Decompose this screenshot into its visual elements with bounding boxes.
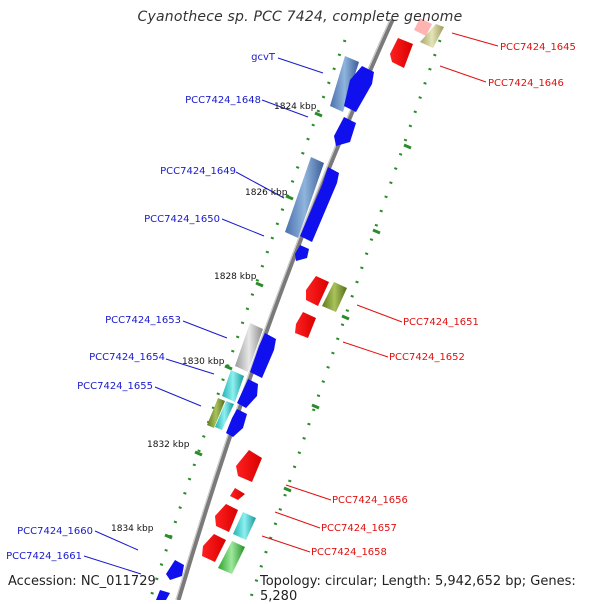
gene-label-PCC7424_1652[interactable]: PCC7424_1652	[389, 352, 465, 363]
gene-label-PCC7424_1650[interactable]: PCC7424_1650	[144, 214, 220, 225]
gene-label-PCC7424_1657[interactable]: PCC7424_1657	[321, 523, 397, 534]
cds-PCC7424_1651-arrow[interactable]	[306, 276, 329, 306]
gene-PCC7424_1645-block[interactable]	[420, 24, 444, 48]
gene-label-PCC7424_1654[interactable]: PCC7424_1654	[89, 352, 165, 363]
plus-strand-features	[207, 56, 359, 430]
gene-label-PCC7424_1661[interactable]: PCC7424_1661	[6, 551, 82, 562]
gene-PCC7424_1655-block[interactable]	[207, 398, 225, 428]
cds-PCC7424_1656-arrow[interactable]	[236, 450, 262, 482]
cds-PCC7424_1652-arrow[interactable]	[295, 312, 316, 338]
gene-PCC7424_1649-block[interactable]	[285, 157, 324, 238]
gene-label-PCC7424_1658[interactable]: PCC7424_1658	[311, 547, 387, 558]
gene-label-PCC7424_1655[interactable]: PCC7424_1655	[77, 381, 153, 392]
ruler-label-1826: 1826 kbp	[245, 188, 288, 198]
cds-PCC7424_1650-arrow[interactable]	[295, 245, 309, 261]
gene-label-PCC7424_1649[interactable]: PCC7424_1649	[160, 166, 236, 177]
gene-label-PCC7424_1656[interactable]: PCC7424_1656	[332, 495, 408, 506]
inner-tick-track	[148, 39, 347, 600]
ruler-label-1824: 1824 kbp	[274, 102, 317, 112]
gene-PCC7424_1658-block[interactable]	[218, 541, 245, 574]
plus-strand-cds	[156, 66, 374, 600]
gene-label-PCC7424_1651[interactable]: PCC7424_1651	[403, 317, 479, 328]
map-title: Cyanothece sp. PCC 7424, complete genome	[137, 9, 463, 25]
cds-PCC7424_1660-arrow[interactable]	[166, 560, 184, 580]
cds-PCC7424_1648-arrow[interactable]	[334, 117, 356, 146]
gene-labels-minus: PCC7424_1645 PCC7424_1646 PCC7424_1651 P…	[311, 42, 576, 558]
gene-label-gcvT[interactable]: gcvT	[251, 52, 276, 63]
cds-gcvT-arrow[interactable]	[344, 66, 374, 112]
cds-PCC7424_1655-arrow[interactable]	[226, 409, 247, 437]
gene-gcvT-block[interactable]	[330, 56, 359, 112]
ruler-labels: 1824 kbp 1826 kbp 1828 kbp 1830 kbp 1832…	[111, 102, 317, 534]
gene-PCC7424_1654-block[interactable]	[222, 370, 244, 402]
gene-label-PCC7424_1645[interactable]: PCC7424_1645	[500, 42, 576, 53]
gene-label-PCC7424_1648[interactable]: PCC7424_1648	[185, 95, 261, 106]
kbp-ticks	[164, 111, 412, 540]
cds-PCC7424_1653-arrow[interactable]	[250, 333, 276, 378]
cds-PCC7424_1661-arrow[interactable]	[156, 590, 170, 600]
gene-PCC7424_1651-block[interactable]	[322, 282, 347, 312]
gene-label-PCC7424_1653[interactable]: PCC7424_1653	[105, 315, 181, 326]
gene-label-PCC7424_1646[interactable]: PCC7424_1646	[488, 78, 564, 89]
ruler-label-1834: 1834 kbp	[111, 524, 154, 534]
cds-PCC7424_1654-arrow[interactable]	[237, 379, 258, 408]
ruler-label-1832: 1832 kbp	[147, 440, 190, 450]
ruler-label-1828: 1828 kbp	[214, 272, 257, 282]
leader-lines-minus	[261, 32, 499, 553]
gene-PCC7424_1653-block[interactable]	[235, 323, 263, 372]
minus-strand-features	[202, 18, 444, 574]
gene-PCC7424_1657-block[interactable]	[233, 512, 256, 540]
cds-PCC7424_1657-arrow[interactable]	[215, 504, 238, 532]
ruler-label-1830: 1830 kbp	[182, 357, 225, 367]
outer-tick-track	[248, 39, 442, 600]
gene-labels-plus: gcvT PCC7424_1648 PCC7424_1649 PCC7424_1…	[6, 52, 276, 562]
cds-PCC7424_1658-arrow[interactable]	[202, 534, 226, 562]
accession-text: Accession: NC_011729	[8, 574, 156, 589]
leader-lines-plus	[83, 57, 324, 575]
gene-label-PCC7424_1660[interactable]: PCC7424_1660	[17, 526, 93, 537]
cds-PCC7424_1645-arrow[interactable]	[390, 38, 413, 68]
cds-PCC7424_1649-arrow[interactable]	[300, 167, 339, 242]
